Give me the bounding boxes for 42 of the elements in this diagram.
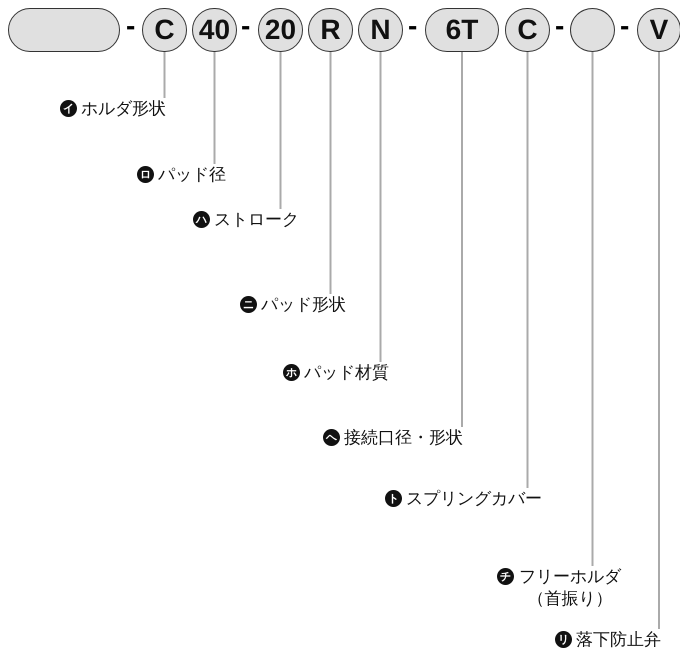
item-label: パッド材質 (304, 362, 389, 384)
leader-line (658, 52, 660, 629)
code-pill: R (308, 8, 353, 52)
leader-line (164, 52, 166, 98)
item-marker: ホ (283, 364, 300, 381)
code-pill: 40 (192, 8, 237, 52)
item-marker: ヘ (323, 429, 340, 446)
item-marker: リ (555, 631, 572, 648)
leader-line (280, 52, 282, 209)
empty-code-circle (570, 8, 615, 52)
item-label: ホルダ形状 (81, 98, 166, 120)
code-pill: V (637, 8, 680, 52)
leader-line (592, 52, 594, 566)
empty-code-pill (8, 8, 120, 52)
leader-line (526, 52, 528, 488)
item-label: ストローク (214, 209, 299, 231)
leader-line (380, 52, 382, 362)
code-separator: - (555, 10, 564, 42)
item-label: 落下防止弁 (576, 629, 661, 651)
item-marker: ト (385, 490, 402, 507)
item-marker: ロ (137, 166, 154, 183)
leader-line (214, 52, 216, 164)
item-label: パッド形状 (261, 294, 346, 316)
leader-line (330, 52, 332, 294)
item-label: スプリングカバー (406, 488, 542, 510)
leader-line (461, 52, 463, 427)
code-pill: 6T (425, 8, 499, 52)
item-marker: イ (60, 100, 77, 117)
item-label: 接続口径・形状 (344, 427, 463, 449)
item-marker: ハ (193, 211, 210, 228)
item-label: パッド径 (158, 164, 226, 186)
code-separator: - (408, 10, 418, 42)
item-label: フリーホルダ（首振り） (518, 566, 622, 610)
code-pill: C (142, 8, 187, 52)
code-separator: - (241, 10, 250, 42)
code-pill: N (358, 8, 403, 52)
code-separator: - (126, 10, 136, 42)
code-separator: - (620, 10, 630, 42)
item-marker: チ (497, 568, 514, 585)
item-marker: ニ (240, 296, 257, 313)
code-pill: 20 (258, 8, 303, 52)
code-pill: C (505, 8, 550, 52)
